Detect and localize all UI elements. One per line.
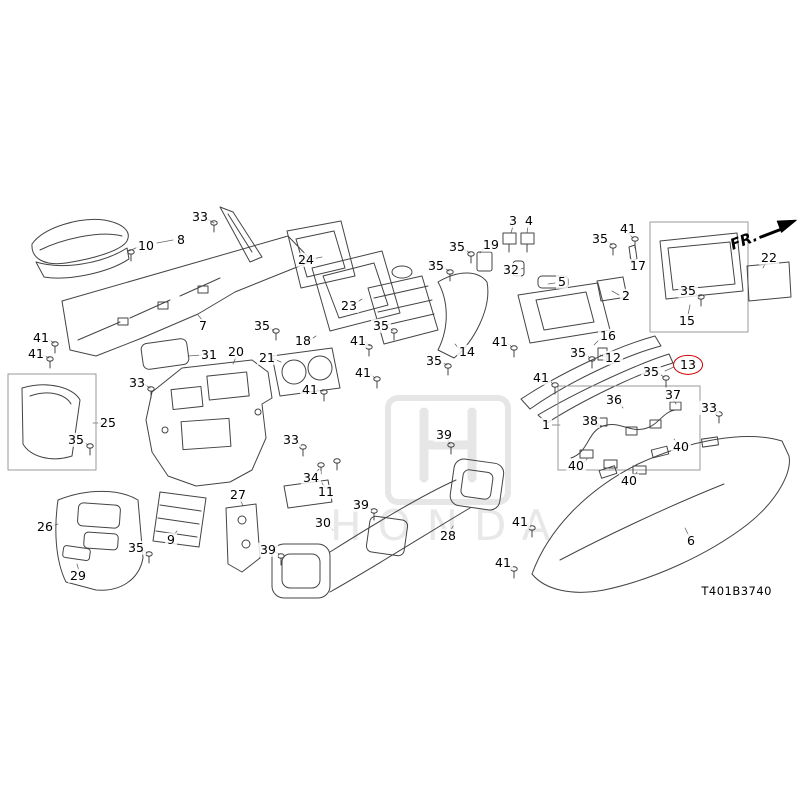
part-label-35: 35	[678, 282, 698, 299]
part-label-33: 33	[127, 374, 147, 391]
part-label-20: 20	[226, 343, 246, 360]
part-label-38: 38	[580, 412, 600, 429]
part-label-32: 32	[501, 261, 521, 278]
part-label-29: 29	[68, 567, 88, 584]
part-garnish-23-drawing	[311, 250, 401, 332]
part-duct-drawing	[271, 458, 505, 599]
part-label-39: 39	[434, 426, 454, 443]
part-label-35: 35	[424, 352, 444, 369]
part-label-24: 24	[296, 251, 316, 268]
part-label-35: 35	[641, 363, 661, 380]
part-label-33: 33	[190, 208, 210, 225]
part-label-6: 6	[685, 532, 697, 549]
part-label-37: 37	[663, 386, 683, 403]
part-console-body-drawing	[140, 338, 341, 487]
part-label-35: 35	[447, 238, 467, 255]
part-label-25: 25	[98, 414, 118, 431]
part-label-28: 28	[438, 527, 458, 544]
part-trim-strips-drawing	[520, 335, 674, 424]
part-label-35: 35	[568, 344, 588, 361]
part-label-41: 41	[348, 332, 368, 349]
part-label-3: 3	[507, 212, 519, 229]
part-side-panel-6-drawing	[531, 436, 790, 593]
part-label-39: 39	[258, 541, 278, 558]
part-label-40: 40	[671, 438, 691, 455]
part-label-15: 15	[677, 312, 697, 329]
part-label-12: 12	[603, 349, 623, 366]
part-label-17: 17	[628, 257, 648, 274]
part-label-30: 30	[313, 514, 333, 531]
part-label-41: 41	[493, 554, 513, 571]
part-label-22: 22	[759, 249, 779, 266]
part-label-35: 35	[590, 230, 610, 247]
part-label-8: 8	[175, 231, 187, 248]
part-label-13-highlighted[interactable]: 13	[673, 354, 703, 376]
part-label-35: 35	[126, 539, 146, 556]
part-label-10: 10	[136, 237, 156, 254]
part-label-36: 36	[604, 391, 624, 408]
part-label-4: 4	[523, 212, 535, 229]
part-top-strip-drawing	[219, 206, 263, 263]
part-label-41: 41	[300, 381, 320, 398]
part-label-18: 18	[293, 332, 313, 349]
part-label-35: 35	[371, 317, 391, 334]
part-inset-box-15-drawing	[649, 221, 792, 333]
part-label-11: 11	[316, 483, 336, 500]
part-panel-14-drawing	[437, 272, 489, 359]
part-side-panel-7-drawing	[61, 235, 313, 357]
part-label-40: 40	[566, 457, 586, 474]
part-label-33: 33	[281, 431, 301, 448]
part-label-40: 40	[619, 472, 639, 489]
part-label-33: 33	[699, 399, 719, 416]
part-label-41: 41	[26, 345, 46, 362]
part-panel-26-drawing	[55, 490, 144, 591]
part-label-19: 19	[481, 236, 501, 253]
part-armrest-drawing	[31, 218, 130, 279]
part-label-1: 1	[540, 416, 552, 433]
part-label-39: 39	[351, 496, 371, 513]
part-label-35: 35	[426, 257, 446, 274]
part-label-35: 35	[252, 317, 272, 334]
part-label-23: 23	[339, 297, 359, 314]
part-label-16: 16	[598, 327, 618, 344]
part-label-41: 41	[510, 513, 530, 530]
part-bracket-27-drawing	[225, 503, 261, 573]
part-label-41: 41	[31, 329, 51, 346]
part-inset-box-25-drawing	[7, 373, 97, 471]
part-label-7: 7	[197, 317, 209, 334]
diagram-code: T401B3740	[701, 584, 772, 598]
part-label-14: 14	[457, 343, 477, 360]
part-label-26: 26	[35, 518, 55, 535]
part-label-34: 34	[301, 469, 321, 486]
part-label-35: 35	[66, 431, 86, 448]
part-label-41: 41	[618, 220, 638, 237]
part-label-21: 21	[257, 349, 277, 366]
part-label-2: 2	[620, 287, 632, 304]
part-label-27: 27	[228, 486, 248, 503]
part-label-41: 41	[490, 333, 510, 350]
part-label-9: 9	[165, 531, 177, 548]
part-label-41: 41	[353, 364, 373, 381]
part-label-5: 5	[556, 273, 568, 290]
part-label-31: 31	[199, 346, 219, 363]
part-label-41: 41	[531, 369, 551, 386]
fr-arrow-icon	[759, 219, 797, 239]
